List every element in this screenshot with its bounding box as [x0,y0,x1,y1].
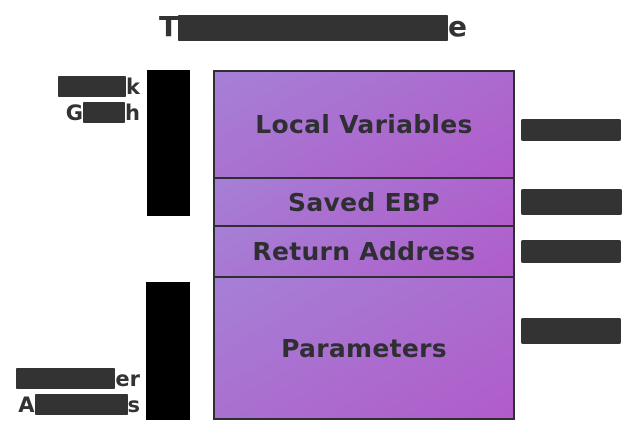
stack-growth-line-2-prefix: G [65,101,84,125]
higher-addresses-line-1-suffix: er [115,367,140,391]
segment-local-variables[interactable]: Local Variables [215,72,513,179]
page-title-redaction [178,15,449,41]
stack-growth-line-1: k [58,74,140,100]
right-annotation-saved-ebp [521,189,622,215]
stack-growth-line-2-redaction [83,102,126,123]
right-annotation-local-variables [521,119,621,141]
higher-addresses-line-2-redaction [34,394,128,415]
stack-growth-line-1-redaction [58,76,127,97]
segment-return-address[interactable]: Return Address [215,227,513,278]
segment-parameters[interactable]: Parameters [215,278,513,418]
higher-addresses-line-2-suffix: s [127,393,141,417]
higher-addresses-line-1-redaction [16,368,116,389]
right-annotation-return-address [521,240,621,263]
segment-return-address-label: Return Address [252,237,476,266]
segment-saved-ebp-label: Saved EBP [288,187,440,217]
upper-black-bar [147,70,190,216]
segment-local-variables-label: Local Variables [255,110,473,139]
higher-addresses-line-2-prefix: A [18,393,35,417]
stack-growth-line-1-suffix: k [126,75,140,99]
stack-growth-line-2-suffix: h [125,101,140,125]
segment-saved-ebp[interactable]: Saved EBP [215,179,513,227]
segment-parameters-label: Parameters [281,333,447,363]
right-annotation-parameters [521,318,621,344]
page-title-visible-suffix: e [448,10,468,43]
lower-black-bar [146,282,190,420]
higher-addresses-line-1: er [16,366,140,392]
stack-frame-box: Local Variables Saved EBP Return Address… [213,70,515,420]
page-title-visible-prefix: T [158,10,179,43]
